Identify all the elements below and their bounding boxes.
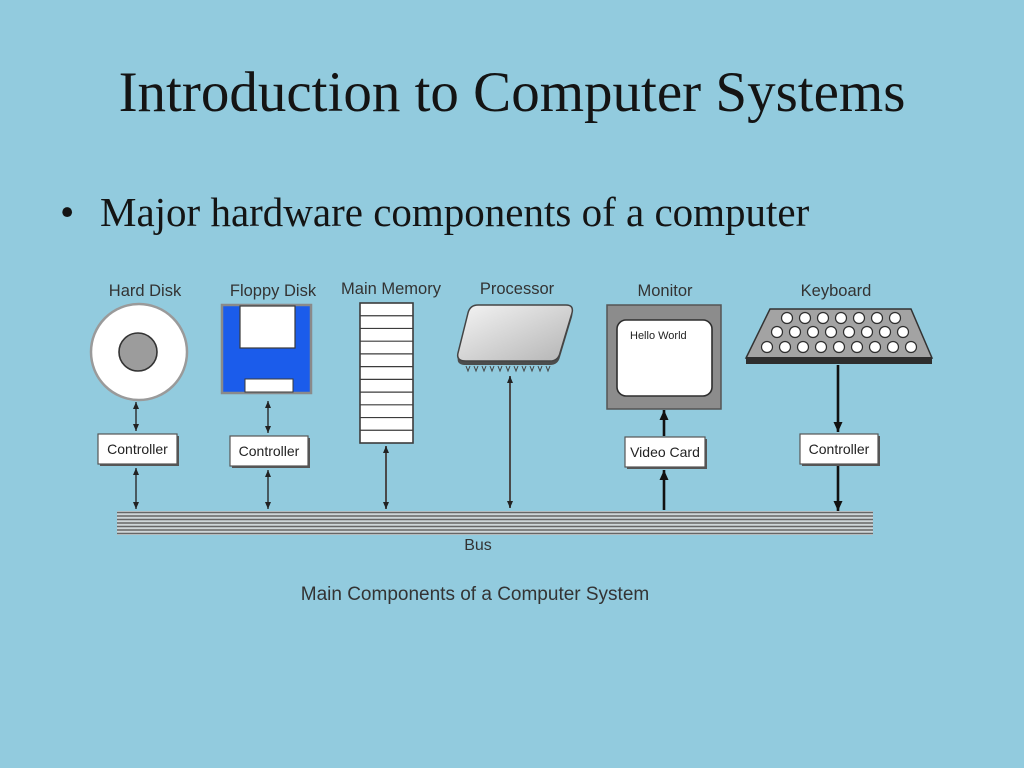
keyboard-key	[860, 325, 874, 339]
keyboard-base	[746, 357, 932, 364]
main-memory-icon	[359, 302, 414, 444]
keyboard-key	[870, 311, 884, 325]
floppy-disk-shutter	[239, 305, 296, 349]
label-floppy-disk: Floppy Disk	[230, 282, 317, 300]
keyboard-key	[886, 340, 900, 354]
processor-pin	[489, 365, 495, 373]
processor-pin	[513, 365, 519, 373]
keyboard-key	[850, 340, 864, 354]
floppy-disk-icon	[220, 303, 313, 395]
system-bus	[117, 511, 873, 535]
processor-icon	[456, 304, 574, 373]
keyboard-key	[780, 311, 794, 325]
processor-pin	[537, 365, 543, 373]
keyboard-key	[798, 311, 812, 325]
video-card: Video Card	[624, 436, 707, 469]
diagram-caption: Main Components of a Computer System	[301, 584, 650, 605]
floppy-disk-label-area	[244, 378, 294, 393]
label-monitor: Monitor	[637, 282, 693, 300]
processor-pin	[465, 365, 471, 373]
keyboard-key	[878, 325, 892, 339]
controller-box	[799, 433, 879, 465]
processor-pin	[497, 365, 503, 373]
keyboard-key	[788, 325, 802, 339]
bullet-text: Major hardware components of a computer	[100, 189, 810, 235]
monitor-icon: Hello World	[606, 304, 722, 410]
keyboard-key	[896, 325, 910, 339]
keyboard-key	[888, 311, 902, 325]
processor-chip	[456, 304, 574, 362]
keyboard-key	[834, 311, 848, 325]
keyboard-controller: Controller	[799, 433, 880, 466]
hard-disk-spindle	[118, 332, 158, 372]
controller-label: Controller	[107, 441, 168, 457]
keyboard-key	[770, 325, 784, 339]
keyboard-key	[796, 340, 810, 354]
keyboard-key	[816, 311, 830, 325]
hard-disk-controller: Controller	[97, 433, 179, 466]
hard-disk-icon	[89, 302, 189, 402]
processor-pin	[473, 365, 479, 373]
keyboard-key	[814, 340, 828, 354]
keyboard-key	[806, 325, 820, 339]
processor-pin	[545, 365, 551, 373]
keyboard-key	[868, 340, 882, 354]
label-keyboard: Keyboard	[801, 282, 872, 300]
label-processor: Processor	[480, 280, 555, 298]
floppy-disk-controller: Controller	[229, 435, 310, 468]
bullet-item: Major hardware components of a computer	[60, 192, 809, 233]
slide-title: Introduction to Computer Systems	[118, 61, 906, 124]
label-main-memory: Main Memory	[341, 280, 442, 298]
keyboard-key	[778, 340, 792, 354]
label-hard-disk: Hard Disk	[109, 282, 182, 300]
processor-pin	[521, 365, 527, 373]
processor-pin	[505, 365, 511, 373]
monitor-screen-text: Hello World	[630, 330, 687, 342]
keyboard-icon	[744, 308, 934, 364]
processor-pin	[481, 365, 487, 373]
controller-label: Controller	[239, 443, 300, 459]
video-card-label: Video Card	[630, 444, 700, 460]
processor-pin	[529, 365, 535, 373]
controller-box	[97, 433, 178, 465]
keyboard-key	[824, 325, 838, 339]
keyboard-key	[904, 340, 918, 354]
keyboard-key	[832, 340, 846, 354]
main-memory-block	[359, 302, 414, 444]
monitor-screen	[616, 319, 713, 397]
keyboard-key	[852, 311, 866, 325]
keyboard-key	[842, 325, 856, 339]
bus-label: Bus	[464, 537, 492, 554]
controller-label: Controller	[809, 441, 870, 457]
controller-box	[229, 435, 309, 467]
video-card-box	[624, 436, 706, 468]
keyboard-key	[760, 340, 774, 354]
